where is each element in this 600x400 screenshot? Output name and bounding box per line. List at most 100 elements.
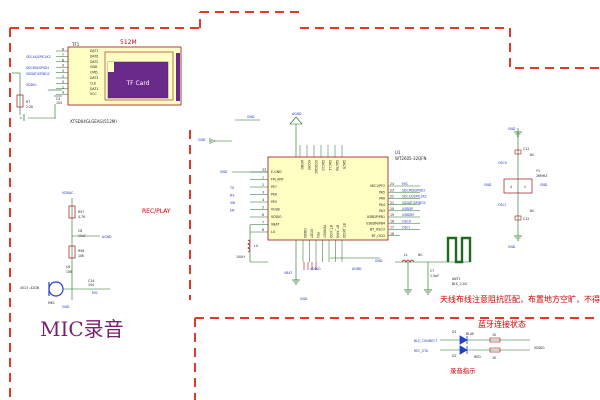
ic-left-pin-label: PE5 — [271, 200, 277, 204]
right-net-label: OSCO — [402, 219, 412, 223]
ic-right-pin-label: PA5 — [379, 190, 385, 194]
mic-ref: MK1 — [48, 301, 55, 305]
tf-pin-label: DAT3 — [90, 76, 98, 80]
antenna-trace — [446, 236, 472, 264]
gnd-right-label: GND — [375, 259, 383, 263]
ic-bottom-area: VBAT VDDIO AGND GND GND — [284, 240, 383, 301]
ic-top-pin-label: DACL1 — [328, 160, 332, 171]
ic-right-pin-number: 21 — [390, 201, 394, 205]
ble-status-title: 蓝牙连接状态 — [478, 319, 526, 329]
right-net-label: SDDAT/SPIDO2 — [402, 201, 426, 205]
antenna-l-val: NC — [418, 253, 423, 257]
crystal-pin-b: 2 — [524, 185, 526, 189]
ic-bottom-pin-label: PWRKEY — [323, 225, 327, 238]
led-r1 — [489, 337, 501, 343]
left-net-label: TX — [229, 186, 235, 190]
tf-resistor-value: 2.2K — [26, 105, 34, 109]
mic-r2-ref: R58 — [78, 249, 84, 253]
left-net-label: RX — [230, 194, 235, 198]
tf-cap-value: 104 — [56, 101, 62, 105]
antenna-note: 天线布线注意阻抗匹配，布置地方空旷，不得 — [440, 294, 600, 304]
right-net-label: SDCMD/SPIDI2 — [402, 188, 425, 192]
ic-right-pin-label: PA3 — [379, 209, 385, 213]
ic-bottom-pin-label: VDDT — [310, 229, 314, 238]
mic-r2 — [68, 245, 76, 259]
ic-bottom-pin-label: BT_RFIO — [336, 225, 340, 239]
right-net-label: USBDP — [402, 207, 413, 211]
ic-right-pin-label: MIC1/PF2 — [370, 184, 385, 188]
antenna-inductor — [401, 259, 415, 263]
tf-card-label: TF Card — [125, 80, 149, 87]
ic-left-pin-label: LX — [271, 230, 276, 234]
ic-left-pin-label: FM_ANT — [271, 178, 284, 182]
antenna-block: L1 NC C7 1.5pF ANT1 BLE_2.4G 天线布线注意阻抗匹配，… — [395, 236, 600, 304]
tf-card-inner-outline — [104, 51, 174, 101]
ic-left-pin-number: 33 — [262, 168, 266, 172]
tf-pin-label: DAT1 — [90, 87, 98, 91]
crystal-ref: Y1 — [536, 169, 540, 173]
led-d2-ref: D2 — [452, 354, 456, 358]
mic-block: VDDAC R57 4.7K C8 10uF AGND R58 10K C6 1… — [20, 191, 124, 341]
tf-card-size-label: 512M — [120, 39, 137, 46]
right-net-label: USBDM — [402, 213, 414, 217]
ic-right-pin-label: PA6 — [379, 197, 385, 201]
ic-right-pin-number: 20 — [390, 207, 394, 211]
tf-pin-number: 6 — [62, 58, 64, 62]
rec-indicator-title: 录音指示 — [450, 366, 476, 375]
led-d2-icon — [459, 345, 468, 355]
mic-c3-ref: C14 — [88, 279, 94, 283]
led-red-label: RED — [474, 355, 481, 359]
tf-ground-icon — [20, 114, 25, 121]
crystal-c11-ref: C11 — [523, 147, 529, 151]
vbat-label: VBAT — [284, 271, 292, 275]
crystal-c11 — [514, 149, 522, 155]
gnd-icon-1 — [209, 138, 215, 144]
ic-left-pin-number: 5 — [262, 206, 264, 210]
led-r2 — [489, 347, 501, 353]
vddio-label: VDDIO — [310, 267, 321, 271]
top-grounds: AGND GND GND GND — [198, 112, 303, 174]
tf-pin-label: DAT0 — [90, 54, 98, 58]
tf-card-block: TF1 512M TF Card DAT18DAT07DAT26GND9CMD3… — [12, 39, 182, 124]
tf-card-net-list: SDCLK/SPICLK2SDCMD/SPIDI2SDDAT/SPIDO2VDD… — [26, 55, 51, 87]
gnd-label-3: GND — [220, 170, 228, 174]
right-net-label: MIC — [402, 182, 409, 186]
tf-pin-number: 9 — [62, 64, 64, 68]
crystal-c12-ref: C12 — [523, 217, 529, 221]
mic-r1 — [68, 205, 76, 219]
tf-pin-label: DAT1 — [90, 49, 98, 53]
ic-top-pin-label: DACR — [342, 160, 346, 170]
gnd-label-2: GND — [247, 115, 255, 119]
ic-right-pin-number: 23 — [390, 188, 394, 192]
tf-pin-number: 1 — [62, 85, 64, 89]
crystal-nc1: NC — [530, 153, 535, 157]
ic-top-pin-label: DACR0 — [335, 160, 339, 171]
tf-net-label: SDCMD/SPIDI2 — [26, 66, 49, 70]
ic-top-pin-label: DACL0 — [321, 160, 325, 171]
ic-right-pin-number: 16 — [390, 232, 394, 236]
ic-bottom-pin-label: PE1 — [316, 232, 320, 238]
ic-left-pin-number: 3 — [262, 191, 264, 195]
tf-card-part-name: XTSD04GLGEAG(512M) — [70, 119, 117, 124]
ic-top-pin-label: VDDDAC — [314, 160, 318, 175]
crystal-gnd-right: GND — [540, 183, 548, 187]
ic-ref: U1 — [395, 150, 401, 155]
ic-left-pin-label: E-GND — [271, 170, 282, 174]
crystal-osci-label: OSCI — [498, 203, 506, 207]
tf-card-ref: TF1 — [71, 42, 80, 47]
tf-pin-number: 7 — [62, 53, 64, 57]
crystal-block: GND OSCO NC C11 Y1 26MHZ 4 2 GND GND OSC… — [484, 127, 548, 249]
ic-right-pin-label: USBDM/PB4 — [366, 221, 385, 225]
ic-top-pin-label: AGND — [300, 160, 304, 170]
crystal-body — [503, 178, 533, 194]
antenna-label: ANT1 — [452, 277, 461, 281]
mic-r1-val: 4.7K — [78, 215, 86, 219]
tf-pin-number: 5 — [62, 80, 64, 84]
mic-c3-val: 104 — [88, 283, 94, 287]
tf-net-label: SDCLK/SPICLK2 — [26, 55, 51, 59]
ic-left-pin-number: 1 — [262, 176, 264, 180]
